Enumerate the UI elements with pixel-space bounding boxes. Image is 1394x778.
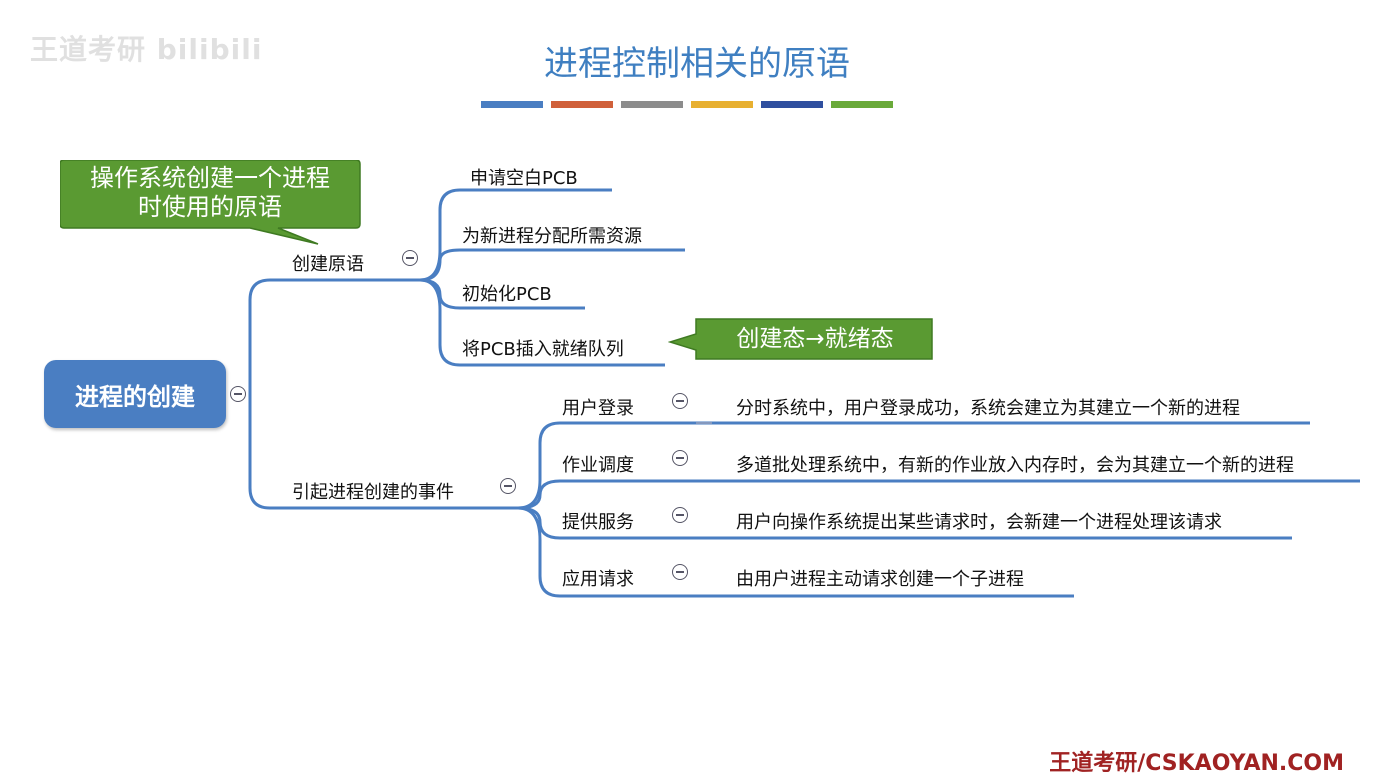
color-bar-segment-1 bbox=[481, 101, 543, 108]
title-color-bar bbox=[481, 101, 893, 108]
callout-state bbox=[668, 318, 933, 360]
step-4[interactable]: 将PCB插入就绪队列 bbox=[462, 339, 624, 360]
event-3-desc[interactable]: 用户向操作系统提出某些请求时，会新建一个进程处理该请求 bbox=[736, 512, 1222, 533]
callout-create-primitive bbox=[60, 160, 361, 245]
event-1-name[interactable]: 用户登录 bbox=[562, 398, 634, 419]
collapse-event-4-icon[interactable] bbox=[672, 564, 688, 580]
bilibili-watermark: 王道考研 bilibili bbox=[30, 33, 263, 66]
link-root-create bbox=[248, 278, 395, 394]
branch-create-label[interactable]: 创建原语 bbox=[292, 254, 364, 275]
branch-events-label[interactable]: 引起进程创建的事件 bbox=[292, 482, 454, 503]
color-bar-segment-5 bbox=[761, 101, 823, 108]
footer-brand: 王道考研/CSKAOYAN.COM bbox=[1049, 751, 1344, 776]
link-create-step2 bbox=[419, 248, 685, 282]
link-events-2 bbox=[517, 479, 663, 510]
page-title: 进程控制相关的原语 bbox=[544, 44, 850, 84]
collapse-event-3-icon[interactable] bbox=[672, 507, 688, 523]
event-4-name[interactable]: 应用请求 bbox=[562, 569, 634, 590]
color-bar-segment-3 bbox=[621, 101, 683, 108]
callout-line-1: 操作系统创建一个进程 bbox=[90, 164, 330, 192]
collapse-events-icon[interactable] bbox=[500, 478, 516, 494]
color-bar-segment-2 bbox=[551, 101, 613, 108]
color-bar-segment-6 bbox=[831, 101, 893, 108]
link-root-events bbox=[248, 394, 492, 510]
collapse-event-2-icon[interactable] bbox=[672, 450, 688, 466]
event-3-name[interactable]: 提供服务 bbox=[562, 512, 634, 533]
callout-line-2: 时使用的原语 bbox=[138, 193, 282, 221]
root-node[interactable]: 进程的创建 bbox=[44, 360, 226, 428]
link-create-step4 bbox=[419, 278, 665, 367]
collapse-event-1-icon[interactable] bbox=[672, 393, 688, 409]
callout-state-text: 创建态→就绪态 bbox=[736, 326, 894, 352]
step-1[interactable]: 申请空白PCB bbox=[470, 168, 578, 189]
event-2-desc[interactable]: 多道批处理系统中，有新的作业放入内存时，会为其建立一个新的进程 bbox=[736, 455, 1294, 476]
event-4-desc[interactable]: 由用户进程主动请求创建一个子进程 bbox=[736, 569, 1024, 590]
event-1-desc[interactable]: 分时系统中，用户登录成功，系统会建立为其建立一个新的进程 bbox=[736, 398, 1240, 419]
event-2-name[interactable]: 作业调度 bbox=[562, 455, 634, 476]
callout-create-text: 操作系统创建一个进程 时使用的原语 bbox=[60, 164, 360, 222]
collapse-root-icon[interactable] bbox=[230, 386, 246, 402]
step-2[interactable]: 为新进程分配所需资源 bbox=[462, 226, 642, 247]
step-3[interactable]: 初始化PCB bbox=[462, 284, 552, 305]
color-bar-segment-4 bbox=[691, 101, 753, 108]
collapse-create-icon[interactable] bbox=[402, 250, 418, 266]
link-events-4 bbox=[517, 506, 663, 598]
